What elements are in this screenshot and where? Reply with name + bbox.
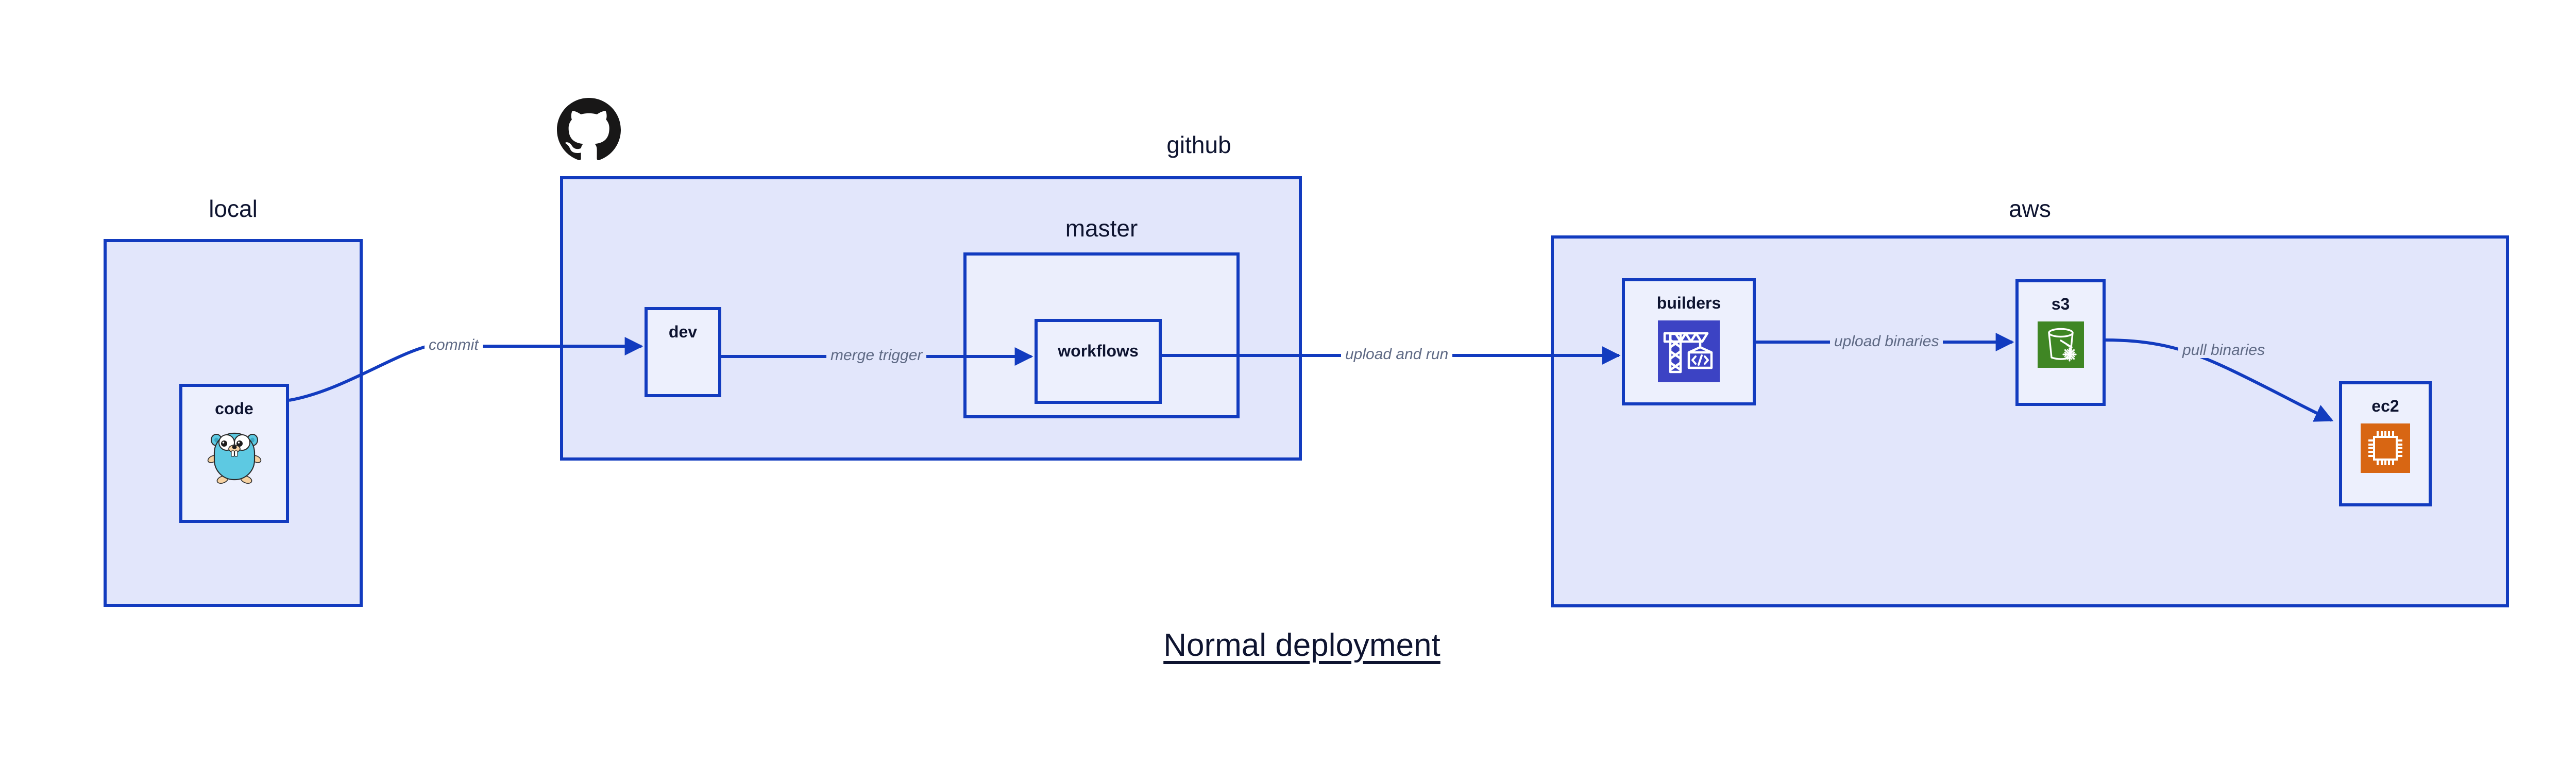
node-label-dev: dev [668, 322, 698, 341]
node-s3[interactable]: s3 [2015, 279, 2106, 406]
page-title: Normal deployment [1163, 627, 1440, 663]
edge-label-commit: commit [425, 337, 483, 353]
node-workflows[interactable]: workflows [1035, 319, 1162, 404]
node-ec2[interactable]: ec2 [2339, 381, 2432, 506]
node-builders[interactable]: builders [1622, 278, 1756, 405]
node-label-ec2: ec2 [2371, 397, 2399, 415]
node-label-builders: builders [1656, 294, 1721, 312]
aws-ec2-icon [2361, 423, 2410, 473]
node-label-workflows: workflows [1058, 342, 1139, 360]
node-dev[interactable]: dev [645, 307, 721, 397]
node-label-s3: s3 [2051, 295, 2070, 313]
golang-gopher-icon [207, 426, 262, 484]
cluster-label-local: local [209, 195, 258, 222]
cluster-label-github: github [1166, 131, 1231, 158]
aws-s3-glacier-icon [2037, 321, 2084, 368]
aws-codebuild-icon [1658, 320, 1720, 382]
edge-label-merge-trigger: merge trigger [826, 348, 927, 363]
edge-label-upload-binaries: upload binaries [1830, 334, 1943, 349]
node-label-code: code [215, 399, 253, 418]
edge-label-upload-and-run: upload and run [1341, 347, 1453, 362]
edge-label-pull-binaries: pull binaries [2178, 343, 2269, 358]
node-code[interactable]: code [179, 384, 289, 523]
cluster-label-aws: aws [2009, 195, 2051, 222]
cluster-label-master: master [1065, 215, 1138, 242]
github-logo-icon [557, 98, 621, 162]
